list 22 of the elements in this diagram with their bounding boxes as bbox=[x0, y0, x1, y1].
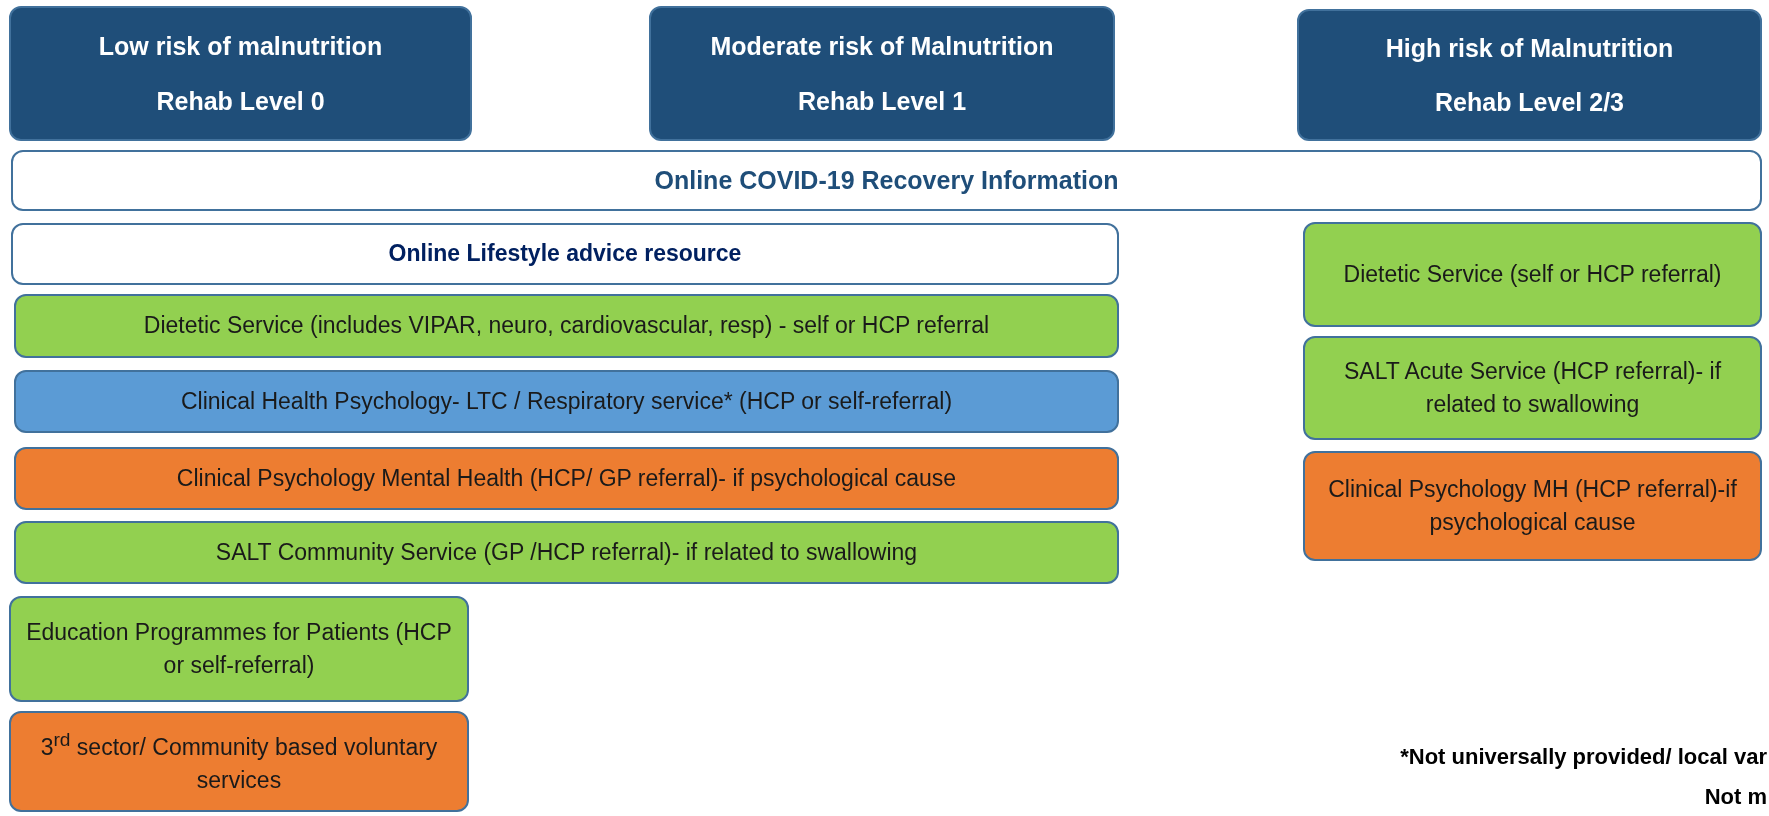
header-title: Moderate risk of Malnutrition bbox=[710, 30, 1054, 62]
header-title: Low risk of malnutrition bbox=[98, 30, 383, 62]
service-box: Clinical Psychology Mental Health (HCP/ GP referral)- if psychological cause bbox=[14, 447, 1119, 510]
risk-level-header bbox=[649, 6, 1115, 141]
header-subtitle: Rehab Level 0 bbox=[156, 86, 325, 118]
header-subtitle: Rehab Level 1 bbox=[797, 86, 967, 118]
risk-level-header bbox=[1297, 9, 1762, 141]
service-box: 3$^{rd}$ sector/ Community based voluntary services bbox=[9, 711, 469, 812]
service-box: Clinical Psychology MH (HCP referral)-if psychological cause bbox=[1303, 451, 1762, 561]
information-banner: Online COVID-19 Recovery Information bbox=[11, 150, 1762, 211]
footnote-text: *Not universally provided/ local var bbox=[1400, 744, 1767, 770]
service-box: Clinical Health Psychology- LTC / Respiratory service* (HCP or self-referral) bbox=[14, 370, 1119, 433]
service-box: Education Programmes for Patients (HCP or self-referral) bbox=[9, 596, 469, 702]
service-box: SALT Community Service (GP /HCP referral)- if related to swallowing bbox=[14, 521, 1119, 584]
service-box: Dietetic Service (includes VIPAR, neuro, cardiovascular, resp) - self or HCP referral bbox=[14, 294, 1119, 358]
header-subtitle: Rehab Level 2/3 bbox=[1435, 86, 1624, 118]
risk-level-header bbox=[9, 6, 472, 141]
footnote-text: Not m bbox=[1704, 784, 1767, 810]
service-box: SALT Acute Service (HCP referral)- if related to swallowing bbox=[1303, 336, 1762, 440]
resource-box: Online Lifestyle advice resource bbox=[11, 223, 1119, 285]
service-box: Dietetic Service (self or HCP referral) bbox=[1303, 222, 1762, 327]
header-title: High risk of Malnutrition bbox=[1385, 32, 1674, 64]
